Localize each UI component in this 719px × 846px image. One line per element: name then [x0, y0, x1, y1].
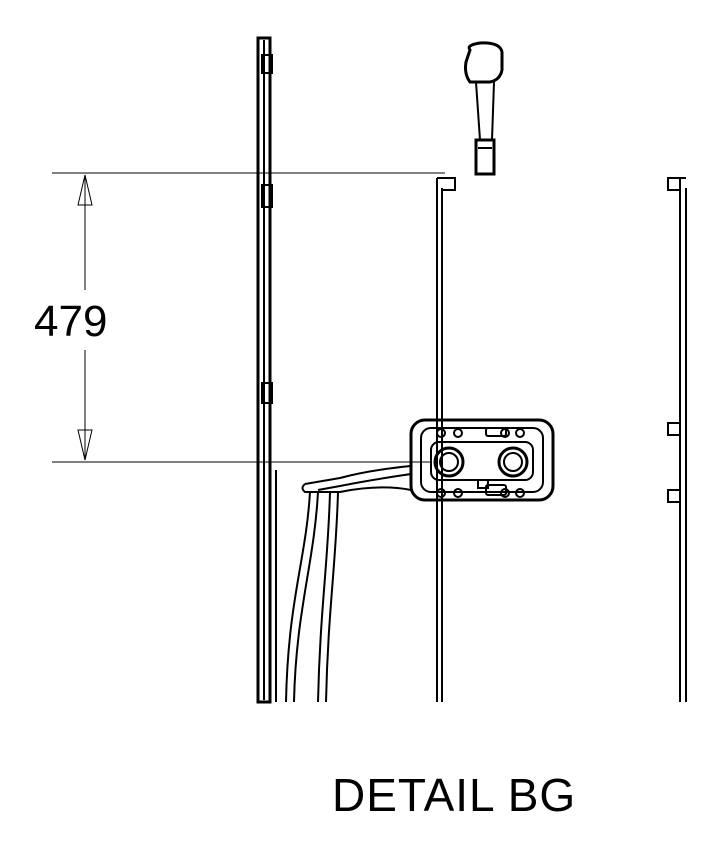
- detail-label: DETAIL BG: [332, 769, 576, 821]
- valve-housing: [409, 418, 555, 502]
- supply-hoses: [285, 465, 412, 703]
- shower-handset: [464, 41, 504, 176]
- slide-rail-right: [667, 177, 687, 702]
- dimension-479: 479: [34, 172, 445, 463]
- dimension-value: 479: [34, 297, 107, 346]
- main-post: [256, 36, 277, 704]
- slide-rail-middle: [436, 177, 456, 702]
